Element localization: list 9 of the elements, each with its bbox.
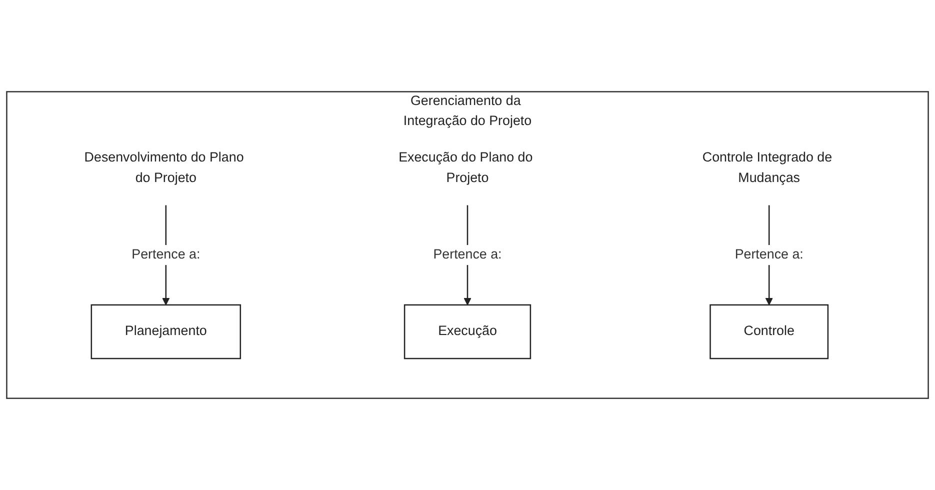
node-box: Execução bbox=[404, 304, 532, 360]
node-box: Controle bbox=[710, 304, 829, 360]
node-box: Planejamento bbox=[90, 304, 242, 360]
edge-label: Pertence a: bbox=[132, 248, 200, 262]
edge-label: Pertence a: bbox=[433, 248, 502, 262]
node-text: Execução do Plano do Projeto bbox=[398, 150, 533, 186]
node-text: Desenvolvimento do Plano do Projeto bbox=[84, 150, 244, 186]
edge-label: Pertence a: bbox=[734, 248, 804, 262]
node-text: Controle Integrado de Mudanças bbox=[702, 150, 832, 186]
